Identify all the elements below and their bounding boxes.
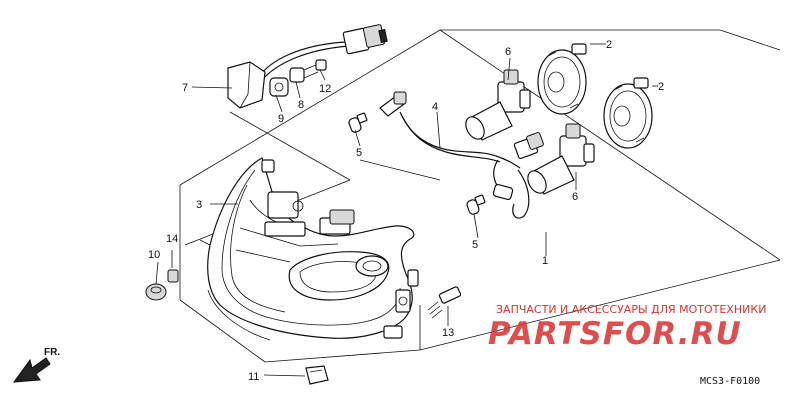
callout-9: 9 xyxy=(278,113,284,125)
headlight-bulb-lower xyxy=(527,123,595,195)
headlight-bulb-upper xyxy=(465,69,531,141)
clip-part xyxy=(305,365,329,385)
callout-8: 8 xyxy=(298,99,304,111)
callout-labels: 7 9 8 12 3 4 5 6 2 2 6 5 1 14 10 13 11 xyxy=(148,39,664,383)
front-arrow-icon xyxy=(12,357,51,383)
callout-5-upper: 5 xyxy=(356,147,362,159)
callout-14: 14 xyxy=(166,233,178,245)
watermark-tagline: ЗАПЧАСТИ И АКСЕССУАРЫ ДЛЯ МОТОТЕХНИКИ xyxy=(496,303,767,316)
callout-10: 10 xyxy=(148,249,160,261)
callout-2-lower: 2 xyxy=(658,81,664,93)
position-bulb-lower xyxy=(466,194,486,215)
grommet-part xyxy=(145,283,167,301)
diagram-code: MCS3-F0100 xyxy=(700,376,761,387)
callout-4: 4 xyxy=(432,101,438,113)
callout-12: 12 xyxy=(319,83,331,95)
collar-part xyxy=(167,269,179,283)
dust-cover-lower xyxy=(603,77,653,149)
callout-3: 3 xyxy=(196,199,202,211)
callout-7: 7 xyxy=(182,82,188,94)
callout-1: 1 xyxy=(542,255,548,267)
callout-6-lower: 6 xyxy=(572,191,578,203)
headlight-assembly xyxy=(207,157,419,341)
bolt-part xyxy=(427,286,462,319)
callout-6-upper: 6 xyxy=(505,46,511,58)
watermark-logo: PARTSFOR.RU xyxy=(488,316,742,352)
leader-lines xyxy=(155,43,658,377)
callout-5-lower: 5 xyxy=(472,239,478,251)
position-light-harness xyxy=(379,91,544,219)
position-bulb-upper xyxy=(348,112,368,133)
direction-label: FR. xyxy=(44,347,61,358)
callout-13: 13 xyxy=(442,327,454,339)
dust-cover-upper xyxy=(537,43,587,115)
wire-harness xyxy=(227,24,388,109)
callout-2-upper: 2 xyxy=(606,39,612,51)
callout-11: 11 xyxy=(248,371,259,383)
